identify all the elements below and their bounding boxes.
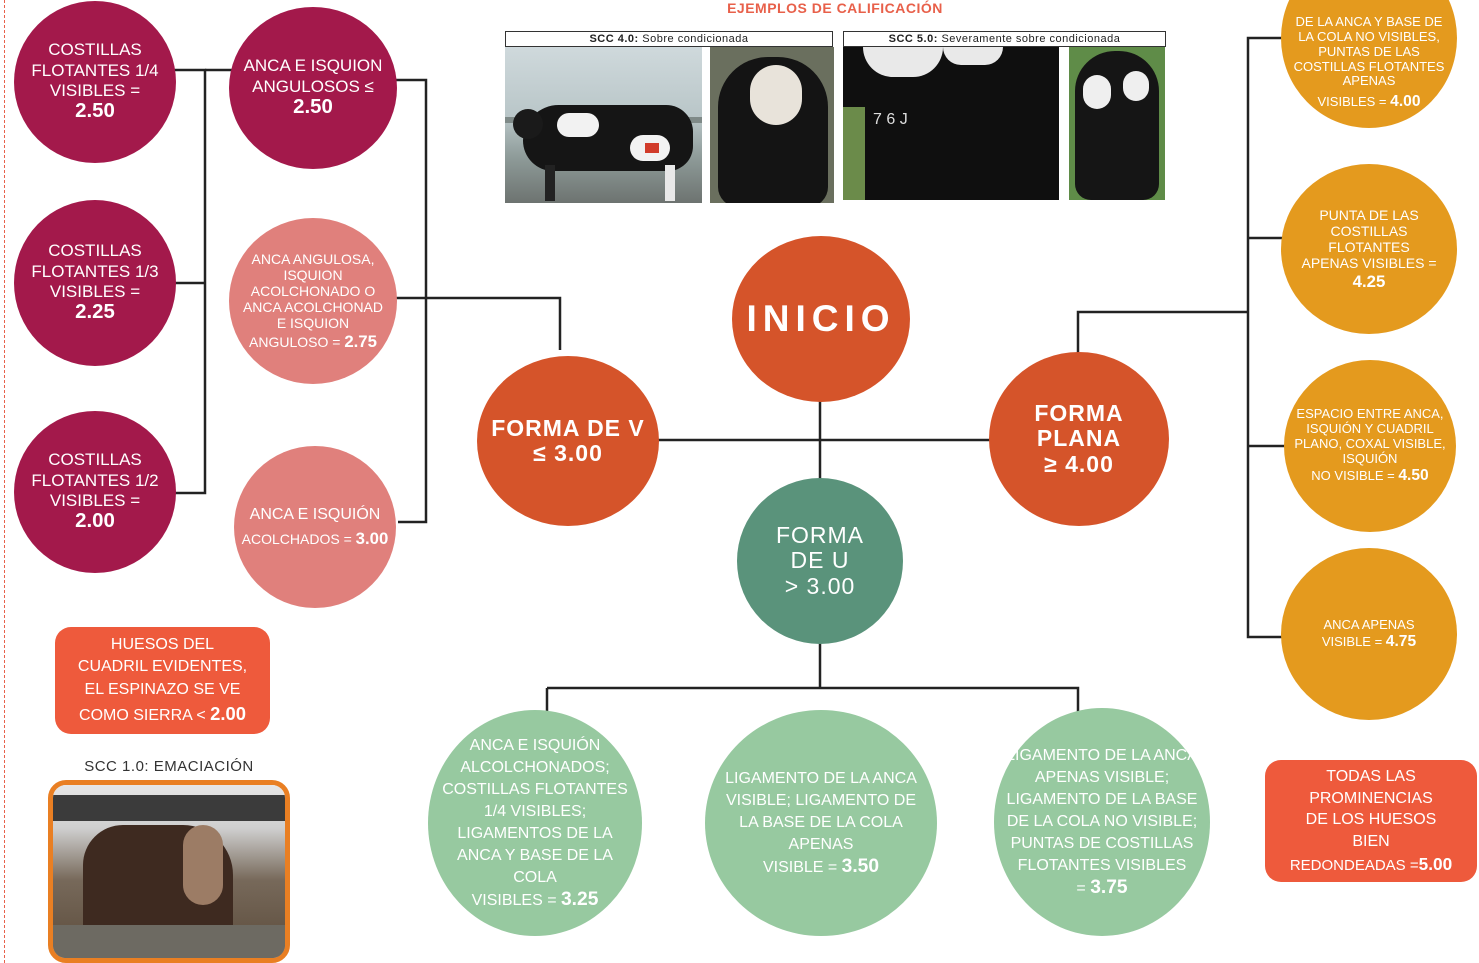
cow-rear-photo xyxy=(710,47,834,203)
cow-side-photo xyxy=(505,47,702,203)
score-2-25-ribs-node: COSTILLAS FLOTANTES 1/3 VISIBLES = 2.25 xyxy=(14,200,176,366)
score-3-50-node: LIGAMENTO DE LA ANCA VISIBLE; LIGAMENTO … xyxy=(705,710,937,936)
cow-overconditioned-rear-photo xyxy=(1069,47,1165,200)
start-node: INICIO xyxy=(732,236,910,402)
score-4-75-node: ANCA APENAS VISIBLE = 4.75 xyxy=(1281,548,1457,720)
score-5-00-box: TODAS LAS PROMINENCIAS DE LOS HUESOS BIE… xyxy=(1265,760,1477,882)
v-shape-node: FORMA DE V ≤ 3.00 xyxy=(477,356,659,526)
score-2-75-node: ANCA ANGULOSA, ISQUION ACOLCHONADO O ANC… xyxy=(229,218,397,384)
emaciated-cow-photo xyxy=(48,780,290,963)
score-3-25-node: ANCA E ISQUIÓN ALCOLCHONADOS; COSTILLAS … xyxy=(428,710,642,936)
example-caption-scc-5: SCC 5.0: Severamente sobre condicionada xyxy=(843,31,1166,47)
cow-overconditioned-photo: 7 6 J xyxy=(843,47,1059,200)
score-under-2-00-box: HUESOS DEL CUADRIL EVIDENTES, EL ESPINAZ… xyxy=(55,627,270,734)
score-2-50-ribs-node: COSTILLAS FLOTANTES 1/4 VISIBLES = 2.50 xyxy=(14,1,176,163)
emaciation-caption: SCC 1.0: EMACIACIÓN xyxy=(84,758,254,775)
flat-shape-node: FORMA PLANA ≥ 4.00 xyxy=(989,352,1169,526)
score-3-00-node: ANCA E ISQUIÓN ACOLCHADOS = 3.00 xyxy=(234,446,396,608)
score-3-75-node: LIGAMENTO DE LA ANCA APENAS VISIBLE; LIG… xyxy=(994,708,1210,936)
example-caption-scc-4: SCC 4.0: Sobre condicionada xyxy=(505,31,833,47)
score-2-50-angular-node: ANCA E ISQUION ANGULOSOS ≤ 2.50 xyxy=(229,7,397,169)
page-border-dashed xyxy=(4,0,5,963)
score-2-00-ribs-node: COSTILLAS FLOTANTES 1/2 VISIBLES = 2.00 xyxy=(14,411,176,573)
score-4-25-node: PUNTA DE LAS COSTILLAS FLOTANTES APENAS … xyxy=(1281,164,1457,334)
examples-title: EJEMPLOS DE CALIFICACIÓN xyxy=(727,0,943,16)
score-4-50-node: ESPACIO ENTRE ANCA, ISQUIÓN Y CUADRIL PL… xyxy=(1284,360,1456,532)
u-shape-node: FORMA DE U > 3.00 xyxy=(737,478,903,644)
